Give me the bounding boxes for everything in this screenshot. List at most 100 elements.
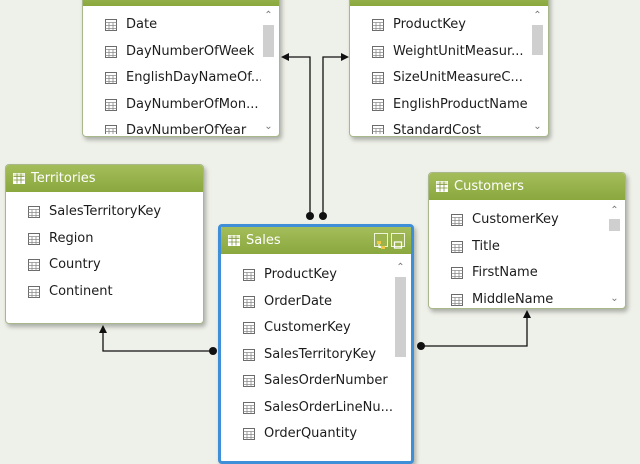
hierarchy-icon: [377, 241, 385, 249]
field-icon: [105, 125, 117, 134]
field-item[interactable]: Region: [6, 226, 199, 253]
field-item[interactable]: DayNumberOfWeek: [83, 39, 261, 66]
product-field-list: ProductKey WeightUnitMeasur... SizeUnitM…: [350, 12, 530, 134]
field-item[interactable]: MiddleName: [429, 287, 607, 308]
relationship-sales-customers[interactable]: [421, 314, 528, 347]
field-item[interactable]: FirstName: [429, 260, 607, 287]
sales-table[interactable]: Sales ProductKey OrderDate CustomerKey S…: [218, 224, 414, 464]
field-item[interactable]: WeightUnitMeasur...: [350, 39, 530, 66]
field-item[interactable]: OrderQuantity: [221, 421, 393, 448]
sales-field-list: ProductKey OrderDate CustomerKey SalesTe…: [221, 262, 393, 461]
relationship-lines: [99, 53, 531, 355]
territories-field-list: SalesTerritoryKey Region Country Contine…: [6, 199, 199, 317]
territories-table-header[interactable]: Territories: [6, 165, 203, 192]
field-item[interactable]: SalesOrderLineNu...: [221, 395, 393, 422]
scroll-up-icon[interactable]: ⌃: [264, 10, 273, 21]
field-icon: [243, 295, 255, 308]
field-item[interactable]: DayNumberOfMon...: [83, 92, 261, 119]
field-item[interactable]: ProductKey: [221, 262, 393, 289]
relationship-sales-date[interactable]: [285, 56, 311, 216]
field-icon: [105, 98, 117, 111]
customers-scrollbar[interactable]: ⌃ ⌄: [607, 204, 622, 306]
field-item[interactable]: DayNumberOfYear: [83, 118, 261, 134]
field-item[interactable]: CustomerKey: [429, 207, 607, 234]
field-icon: [451, 214, 463, 226]
date-field-list: Date DayNumberOfWeek EnglishDayNameOf...…: [83, 12, 261, 134]
relationship-dot-product: [319, 212, 327, 220]
territories-table[interactable]: Territories SalesTerritoryKey Region Cou…: [5, 164, 204, 324]
field-icon: [243, 375, 255, 387]
relationship-dot-territories: [209, 347, 217, 355]
field-icon: [243, 348, 255, 361]
date-table-header[interactable]: [83, 0, 279, 6]
field-item[interactable]: Date: [83, 12, 261, 39]
field-item[interactable]: SalesTerritoryKey: [221, 342, 393, 369]
field-icon: [28, 285, 40, 298]
field-item[interactable]: Continent: [6, 279, 199, 306]
territories-table-title: Territories: [31, 171, 96, 186]
date-table[interactable]: Date DayNumberOfWeek EnglishDayNameOf...…: [82, 0, 280, 137]
field-item[interactable]: SalesTerritoryKey: [6, 199, 199, 226]
product-table[interactable]: ProductKey WeightUnitMeasur... SizeUnitM…: [349, 0, 549, 137]
field-icon: [105, 45, 117, 58]
table-icon: [228, 235, 240, 246]
field-icon: [243, 269, 255, 281]
field-icon: [451, 240, 463, 253]
scroll-thumb[interactable]: [395, 277, 406, 357]
date-scrollbar[interactable]: ⌃ ⌄: [261, 9, 276, 134]
product-scrollbar[interactable]: ⌃ ⌄: [530, 9, 545, 134]
field-item[interactable]: ProductKey: [350, 12, 530, 39]
field-item[interactable]: OrderDate: [221, 289, 393, 316]
table-icon: [13, 173, 25, 184]
scroll-down-icon[interactable]: ⌄: [610, 293, 619, 304]
relationship-dot-customers: [417, 342, 425, 350]
customers-table-title: Customers: [454, 179, 524, 194]
field-icon: [372, 19, 384, 31]
field-icon: [243, 401, 255, 414]
scroll-thumb[interactable]: [532, 25, 543, 55]
field-icon: [372, 72, 384, 84]
field-icon: [372, 45, 384, 58]
arrow-customers: [523, 310, 531, 318]
customers-field-list: CustomerKey Title FirstName MiddleName: [429, 207, 607, 307]
scroll-up-icon[interactable]: ⌃: [610, 205, 619, 216]
scroll-up-icon[interactable]: ⌃: [396, 262, 405, 273]
sales-table-header[interactable]: Sales: [221, 227, 411, 254]
scroll-thumb[interactable]: [263, 25, 274, 57]
field-icon: [451, 267, 463, 279]
scroll-up-icon[interactable]: ⌃: [533, 10, 542, 21]
field-item[interactable]: SizeUnitMeasureC...: [350, 65, 530, 92]
field-item[interactable]: SalesOrderNumber: [221, 368, 393, 395]
relationship-sales-territories[interactable]: [102, 329, 213, 352]
field-icon: [28, 232, 40, 245]
field-icon: [28, 259, 40, 271]
field-item[interactable]: Title: [429, 234, 607, 261]
relationship-sales-product[interactable]: [322, 56, 345, 216]
product-table-header[interactable]: [350, 0, 548, 6]
field-item[interactable]: EnglishProductName: [350, 92, 530, 119]
field-icon: [451, 293, 463, 306]
sales-table-title: Sales: [246, 233, 281, 248]
field-icon: [372, 125, 384, 134]
customers-table[interactable]: Customers CustomerKey Title FirstName Mi…: [428, 172, 626, 309]
relationship-dot-date: [306, 212, 314, 220]
field-icon: [372, 98, 384, 111]
scroll-down-icon[interactable]: ⌄: [264, 121, 273, 132]
arrow-territories: [99, 325, 107, 333]
arrow-product: [341, 53, 349, 61]
maximize-button[interactable]: [391, 233, 405, 249]
field-item[interactable]: CustomerKey: [221, 315, 393, 342]
field-icon: [243, 322, 255, 334]
scroll-thumb[interactable]: [609, 219, 620, 231]
maximize-icon: [393, 241, 403, 249]
customers-table-header[interactable]: Customers: [429, 173, 625, 200]
table-icon: [436, 181, 448, 192]
scroll-down-icon[interactable]: ⌄: [533, 121, 542, 132]
field-item[interactable]: EnglishDayNameOf...: [83, 65, 261, 92]
hierarchy-button[interactable]: [374, 233, 388, 249]
sales-scrollbar[interactable]: ⌃: [393, 261, 408, 461]
field-icon: [243, 428, 255, 440]
field-item[interactable]: StandardCost: [350, 118, 530, 134]
field-item[interactable]: Country: [6, 252, 199, 279]
field-icon: [105, 19, 117, 31]
